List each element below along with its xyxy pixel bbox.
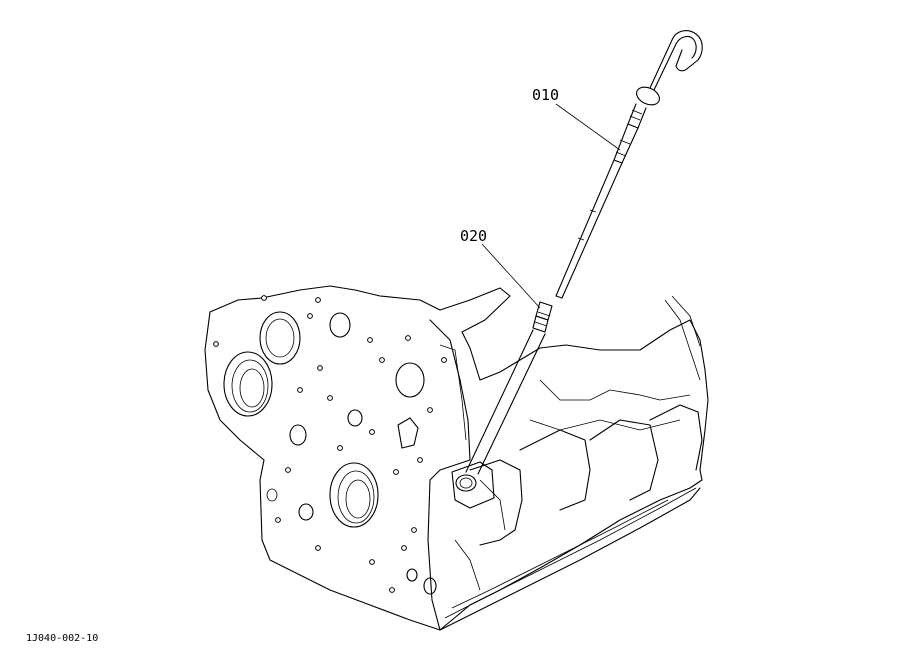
figure-id: 1J040-002-10 — [26, 633, 98, 644]
dipstick-part-010 — [555, 30, 703, 299]
callout-020: 020 — [460, 227, 487, 245]
engine-block — [204, 285, 709, 631]
dipstick-guide-tube-part-020 — [465, 301, 553, 475]
callout-010: 010 — [532, 86, 559, 104]
leader-lines — [481, 103, 621, 309]
